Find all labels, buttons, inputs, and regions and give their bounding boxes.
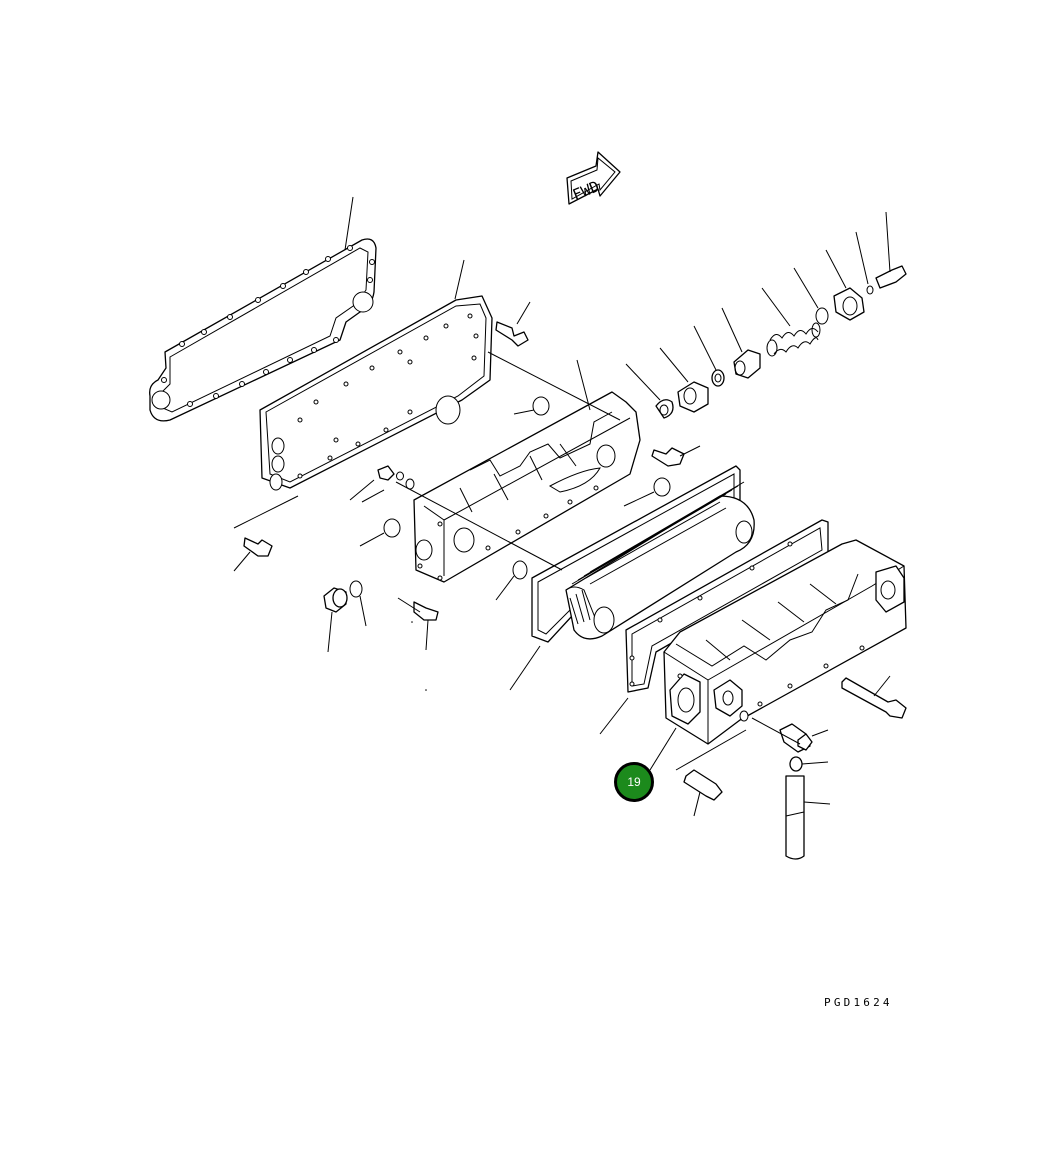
o-ring xyxy=(495,560,528,601)
bolt xyxy=(233,537,273,572)
plug xyxy=(349,465,563,571)
drain-fittings xyxy=(751,717,831,860)
regulator-valve-parts xyxy=(625,211,907,419)
o-ring xyxy=(623,477,671,507)
bolt xyxy=(495,301,531,347)
o-ring xyxy=(513,396,550,416)
plug xyxy=(323,580,367,653)
highlighted-callout-19[interactable]: 19 xyxy=(614,762,654,802)
cover-gasket xyxy=(149,196,377,422)
cooler-case xyxy=(649,539,907,771)
bolt xyxy=(841,675,907,719)
fwd-arrow: FWD xyxy=(566,151,621,205)
pin xyxy=(675,729,747,817)
cooler-element xyxy=(565,481,755,640)
drawing-code: PGD1624 xyxy=(824,996,893,1009)
bolt xyxy=(397,597,439,651)
cooler-cover-plate xyxy=(233,259,493,529)
bolt xyxy=(651,445,701,467)
cooler-housing xyxy=(413,359,641,583)
o-ring xyxy=(359,518,401,547)
